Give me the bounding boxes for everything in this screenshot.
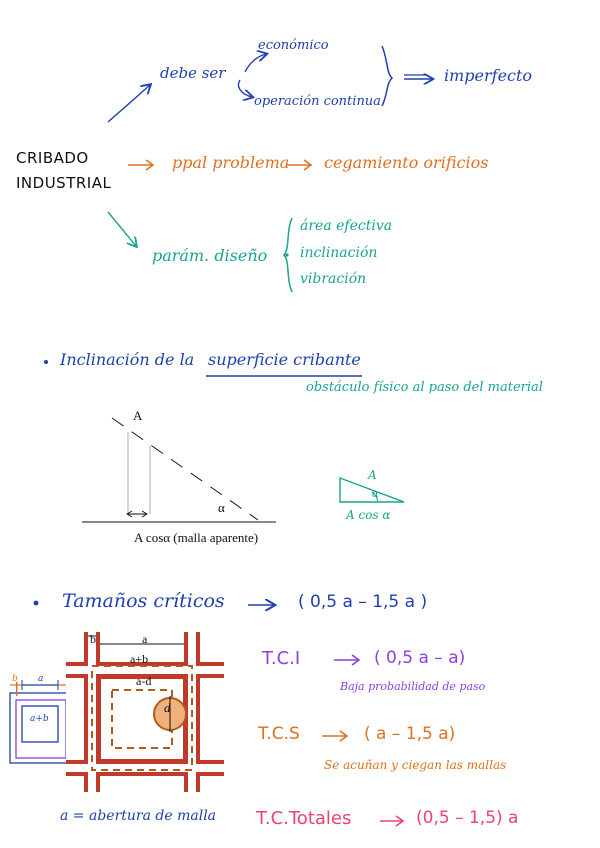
economico-label: económico bbox=[258, 38, 329, 53]
small-apb-label: a+b bbox=[30, 714, 49, 724]
small-b-label: b bbox=[12, 674, 18, 684]
fig-label-alpha: α bbox=[218, 500, 225, 516]
root-line-2: INDUSTRIAL bbox=[16, 171, 111, 196]
param-vibracion: vibración bbox=[300, 271, 366, 287]
mini-caption: A cos α bbox=[346, 508, 391, 522]
tcs-note: Se acuñan y ciegan las mallas bbox=[324, 758, 506, 772]
tci-note: Baja probabilidad de paso bbox=[340, 680, 485, 693]
branch-arrow-down bbox=[239, 80, 253, 97]
grid-apb-label: a+b bbox=[130, 652, 148, 667]
abertura-definition: a = abertura de malla bbox=[60, 808, 216, 824]
bullet-dot bbox=[44, 360, 48, 364]
debe-ser-label: debe ser bbox=[160, 64, 225, 82]
grid-d-label: d bbox=[164, 700, 171, 716]
fig-label-a: A bbox=[133, 408, 142, 424]
root-line-1: CRIBADO bbox=[16, 146, 111, 171]
brace-right bbox=[382, 46, 392, 106]
grid-amd-label: a-d bbox=[136, 674, 151, 689]
grid-a-label: a bbox=[142, 632, 147, 647]
obstaculo-note: obstáculo físico al paso del material bbox=[306, 380, 543, 395]
mini-a-label: A bbox=[368, 468, 377, 482]
param-label: parám. diseño bbox=[152, 246, 267, 265]
param-area: área efectiva bbox=[300, 218, 392, 234]
grid-b-label: b bbox=[90, 632, 96, 647]
inclination-figure: A α A cosα (malla aparente) bbox=[62, 404, 294, 552]
branch-arrow-up bbox=[245, 54, 266, 72]
tamanos-range: ( 0,5 a – 1,5 a ) bbox=[298, 592, 427, 612]
arrow-to-debe-ser bbox=[108, 85, 150, 122]
fig-caption: A cosα (malla aparente) bbox=[134, 530, 258, 546]
param-inclinacion: inclinación bbox=[300, 245, 377, 261]
tci-range: ( 0,5 a – a) bbox=[374, 648, 465, 668]
mesh-grid-figure: b a a+b a-d d bbox=[66, 632, 224, 792]
small-a-label: a bbox=[38, 674, 43, 684]
inclinacion-heading: Inclinación de la bbox=[60, 350, 194, 369]
tcs-range: ( a – 1,5 a) bbox=[364, 724, 455, 744]
superficie-cribante: superficie cribante bbox=[208, 350, 361, 369]
bullet-dot-2 bbox=[34, 601, 39, 606]
tamanos-criticos-title: Tamaños críticos bbox=[62, 590, 225, 612]
imperfecto-label: imperfecto bbox=[444, 66, 532, 85]
tct-range: (0,5 – 1,5) a bbox=[416, 808, 518, 828]
root-concept: CRIBADO INDUSTRIAL bbox=[16, 146, 111, 196]
operacion-label: operación continua bbox=[254, 94, 381, 109]
mini-alpha-label: α bbox=[372, 489, 379, 500]
arrow-param bbox=[108, 212, 136, 246]
problem-label: ppal problema bbox=[172, 153, 289, 172]
problem-result: cegamiento orificios bbox=[324, 153, 488, 172]
tct-label: T.C.Totales bbox=[256, 808, 351, 829]
tcs-label: T.C.S bbox=[258, 724, 300, 744]
tci-label: T.C.I bbox=[262, 648, 300, 669]
